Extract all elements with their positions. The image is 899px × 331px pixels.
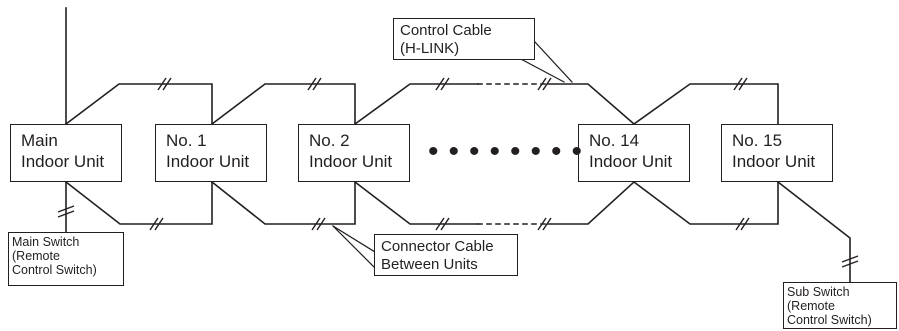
connector-cable-leader-2 [332,225,376,269]
no14-indoor-unit-label-2: Indoor Unit [589,152,673,171]
no14-indoor-unit: No. 14 Indoor Unit [578,124,690,182]
lower-cable-no14-no15 [632,180,779,225]
lower-cable-right-no14 [547,180,636,225]
lower-cable-no2-left [353,180,479,225]
units-ellipsis: •••••••• [428,135,593,168]
control-cable-callout: Control Cable (H-LINK) [393,18,535,60]
no15-indoor-unit-label-1: No. 15 [732,131,783,150]
control-cable-label-1: Control Cable [400,22,492,39]
main-indoor-unit: Main Indoor Unit [10,124,122,182]
no2-indoor-unit: No. 2 Indoor Unit [298,124,410,182]
connector-cable-leader-1 [332,225,376,253]
main-indoor-unit-label-1: Main [21,131,58,150]
cable-break-marks [57,77,859,268]
no1-indoor-unit: No. 1 Indoor Unit [155,124,267,182]
connector-cable-callout: Connector Cable Between Units [374,234,518,276]
sub-switch-label-3: Control Switch) [787,313,872,327]
upper-cable-main-no1 [64,83,213,126]
upper-cable-no14-no15 [632,83,779,126]
connector-cable-label-1: Connector Cable [381,238,494,255]
main-switch-box: Main Switch (Remote Control Switch) [8,232,124,286]
control-cable-label-2: (H-LINK) [400,40,460,57]
no1-indoor-unit-label-1: No. 1 [166,131,207,150]
control-cable-leader-1 [534,41,573,83]
no14-indoor-unit-label-1: No. 14 [589,131,640,150]
sub-switch-label-1: Sub Switch [787,285,850,299]
upper-cable-no1-no2 [210,83,356,126]
no2-indoor-unit-label-2: Indoor Unit [309,152,393,171]
main-switch-label-3: Control Switch) [12,263,97,277]
lower-cable-main-no1 [64,180,213,225]
no2-indoor-unit-label-1: No. 2 [309,131,350,150]
main-switch-label-2: (Remote [12,249,60,263]
upper-cable-no2-left [353,83,479,126]
sub-switch-cable [776,180,851,283]
lower-cable-no1-no2 [210,180,356,225]
upper-cable-right-no14 [547,83,636,126]
no15-indoor-unit: No. 15 Indoor Unit [721,124,833,182]
connector-cable-label-2: Between Units [381,256,478,273]
sub-switch-box: Sub Switch (Remote Control Switch) [783,282,897,329]
control-cable-leader-2 [518,57,565,83]
no15-indoor-unit-label-2: Indoor Unit [732,152,816,171]
sub-switch-label-2: (Remote [787,299,835,313]
main-indoor-unit-label-2: Indoor Unit [21,152,105,171]
main-switch-label-1: Main Switch [12,235,80,249]
no1-indoor-unit-label-2: Indoor Unit [166,152,250,171]
